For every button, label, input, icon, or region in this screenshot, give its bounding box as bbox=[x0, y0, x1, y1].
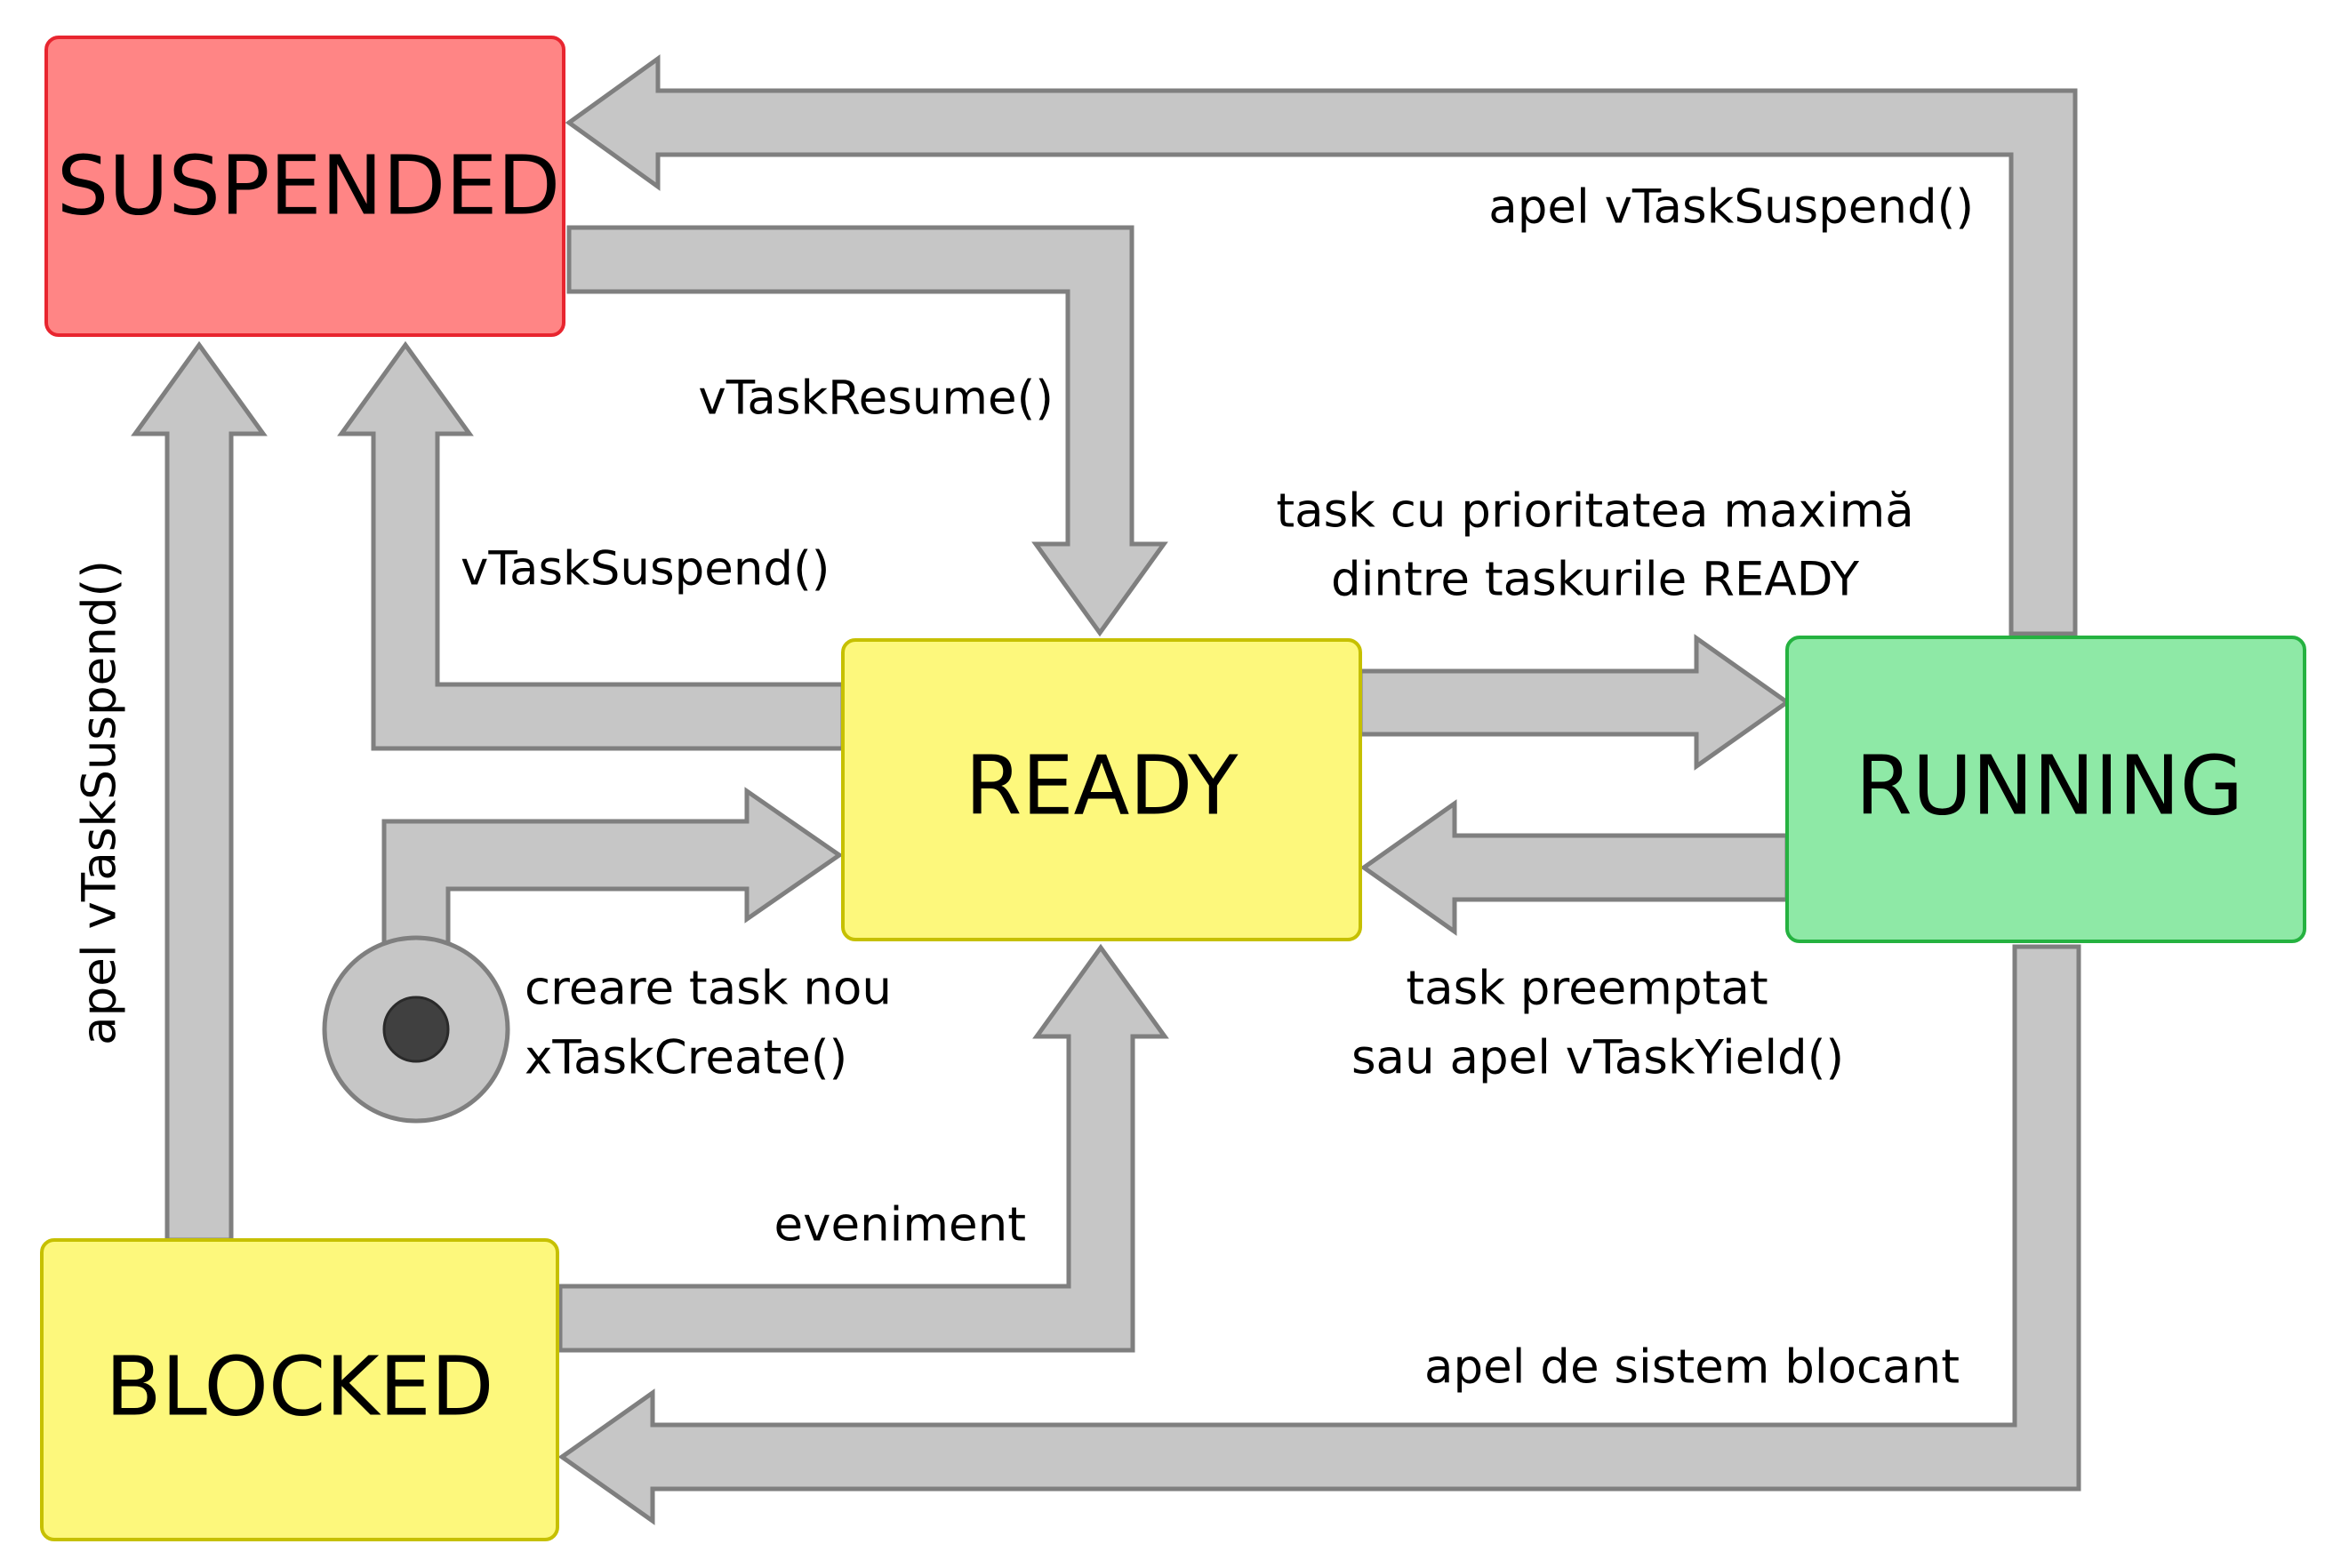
label-running-to-ready-line1: task preemptat bbox=[1406, 962, 1768, 1016]
label-running-to-blocked: apel de sistem blocant bbox=[1424, 1340, 1960, 1395]
label-ready-to-suspended: vTaskSuspend() bbox=[461, 542, 830, 596]
initial-state-inner bbox=[382, 996, 450, 1063]
state-ready-label: READY bbox=[966, 739, 1239, 834]
label-running-to-ready-line2: sau apel vTaskYield() bbox=[1351, 1031, 1844, 1085]
arrow-create-to-ready bbox=[381, 787, 844, 958]
label-running-to-suspended: apel vTaskSuspend() bbox=[1488, 180, 1974, 235]
label-blocked-to-suspended: apel vTaskSuspend() bbox=[73, 560, 127, 1045]
state-running-box bbox=[1785, 636, 2306, 943]
arrow-running-to-suspended bbox=[565, 54, 2078, 636]
arrow-ready-to-running bbox=[1358, 634, 1792, 771]
arrow-suspended-to-ready bbox=[566, 225, 1168, 637]
label-create-task-line1: creare task nou bbox=[525, 962, 892, 1016]
arrow-blocked-to-suspended bbox=[131, 340, 268, 1243]
state-blocked-box bbox=[40, 1238, 559, 1541]
arrow-running-to-blocked bbox=[557, 944, 2081, 1525]
state-suspended-box bbox=[44, 36, 565, 337]
label-ready-to-running-line1: task cu prioritatea maximă bbox=[1276, 484, 1913, 539]
arrow-blocked-to-ready bbox=[557, 943, 1169, 1353]
arrow-running-to-ready bbox=[1359, 799, 1790, 936]
state-running-label: RUNNING bbox=[1856, 739, 2243, 834]
state-suspended-label: SUSPENDED bbox=[57, 139, 560, 234]
state-blocked-label: BLOCKED bbox=[105, 1340, 493, 1435]
label-ready-to-running-line2: dintre taskurile READY bbox=[1331, 553, 1860, 607]
arrow-ready-to-suspended bbox=[337, 340, 846, 751]
label-suspended-to-ready: vTaskResume() bbox=[698, 372, 1054, 426]
label-create-task-line2: xTaskCreate() bbox=[525, 1031, 847, 1085]
state-ready-box bbox=[841, 638, 1362, 941]
label-blocked-to-ready: eveniment bbox=[774, 1198, 1026, 1252]
